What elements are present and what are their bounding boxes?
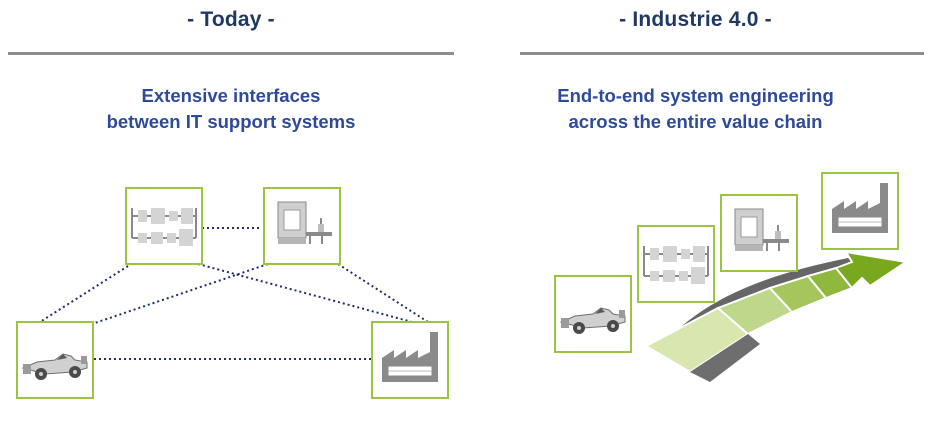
industrie40-subtitle-line1: End-to-end system engineering [557, 85, 834, 106]
connector-machine-car [91, 263, 269, 325]
today-heading: - Today - [187, 8, 275, 31]
factory-icon-2 [821, 172, 899, 250]
today-subtitle: Extensive interfaces between IT support … [0, 83, 462, 135]
connector-process-car [39, 265, 129, 323]
race-car-icon-2 [554, 275, 632, 353]
race-car-icon [16, 321, 94, 399]
industrie40-panel: - Industrie 4.0 - End-to-end system engi… [462, 0, 929, 421]
interface-connectors [39, 227, 429, 360]
factory-icon [371, 321, 449, 399]
value-chain-arrow [643, 250, 909, 382]
process-diagram-icon-2 [637, 225, 715, 303]
today-panel: - Today - Extensive interfaces between I… [0, 0, 462, 421]
today-subtitle-line2: between IT support systems [106, 111, 356, 132]
today-subtitle-line1: Extensive interfaces [141, 85, 321, 106]
connector-process-factory [197, 263, 413, 323]
industrie40-divider [520, 52, 924, 55]
industrie40-heading: - Industrie 4.0 - [619, 8, 772, 31]
machine-icon-2 [720, 194, 798, 272]
today-divider [8, 52, 454, 55]
machine-icon [263, 187, 341, 265]
industrie40-subtitle: End-to-end system engineering across the… [462, 83, 929, 135]
industrie40-subtitle-line2: across the entire value chain [568, 111, 823, 132]
process-diagram-icon [125, 187, 203, 265]
